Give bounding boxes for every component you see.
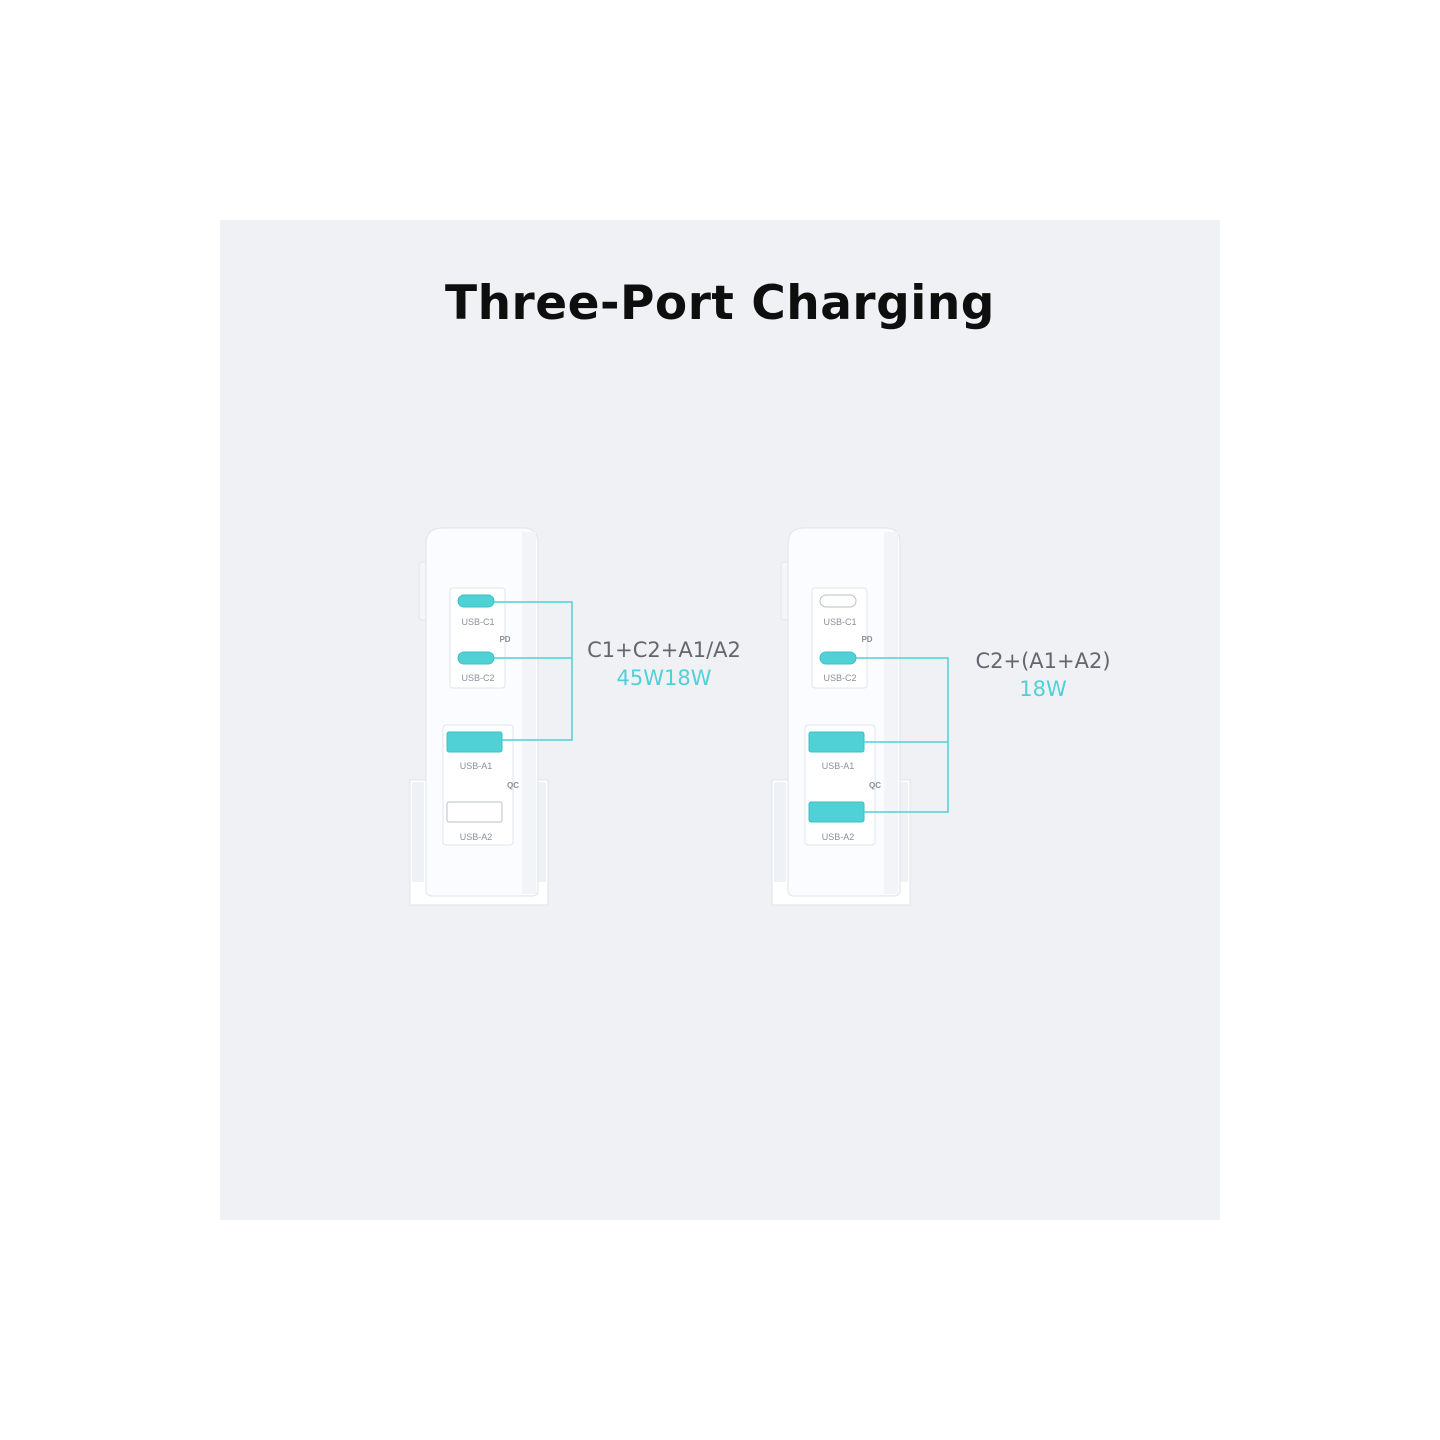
port-usb-c1 [457,594,495,608]
port-usb-a1 [808,731,865,753]
wattage-label: 18W [1019,677,1067,701]
config-right: C2+(A1+A2) 18W [953,649,1133,701]
connector-lines [494,601,573,741]
port-usb-c2 [819,651,857,665]
pd-label: PD [861,635,872,644]
port-label-usb-c2: USB-C2 [823,673,856,683]
port-label-usb-a1: USB-A1 [822,761,855,771]
port-label-usb-a2: USB-A2 [822,832,855,842]
qc-label: QC [869,781,881,790]
port-label-usb-c2: USB-C2 [461,673,494,683]
connector-lines [856,657,949,813]
qc-label: QC [507,781,519,790]
config-left: C1+C2+A1/A2 45W18W [574,638,754,690]
port-usb-a2 [808,801,865,823]
port-usb-a2 [446,801,503,823]
charger-illustration-left: USB-C1 PD USB-C2 USB-A1 QC USB-A2 [409,527,573,906]
page-title: Three-Port Charging [445,276,995,331]
pd-label: PD [499,635,510,644]
port-label-usb-c1: USB-C1 [823,617,856,627]
combo-label: C1+C2+A1/A2 [587,638,741,662]
port-usb-c1 [819,594,857,608]
wattage-label: 45W18W [616,666,712,690]
port-label-usb-a1: USB-A1 [460,761,493,771]
product-panel [220,220,1220,1220]
port-label-usb-c1: USB-C1 [461,617,494,627]
port-usb-c2 [457,651,495,665]
port-usb-a1 [446,731,503,753]
charger-illustration-right: USB-C1 PD USB-C2 USB-A1 QC USB-A2 [771,527,949,906]
combo-label: C2+(A1+A2) [975,649,1111,673]
port-label-usb-a2: USB-A2 [460,832,493,842]
